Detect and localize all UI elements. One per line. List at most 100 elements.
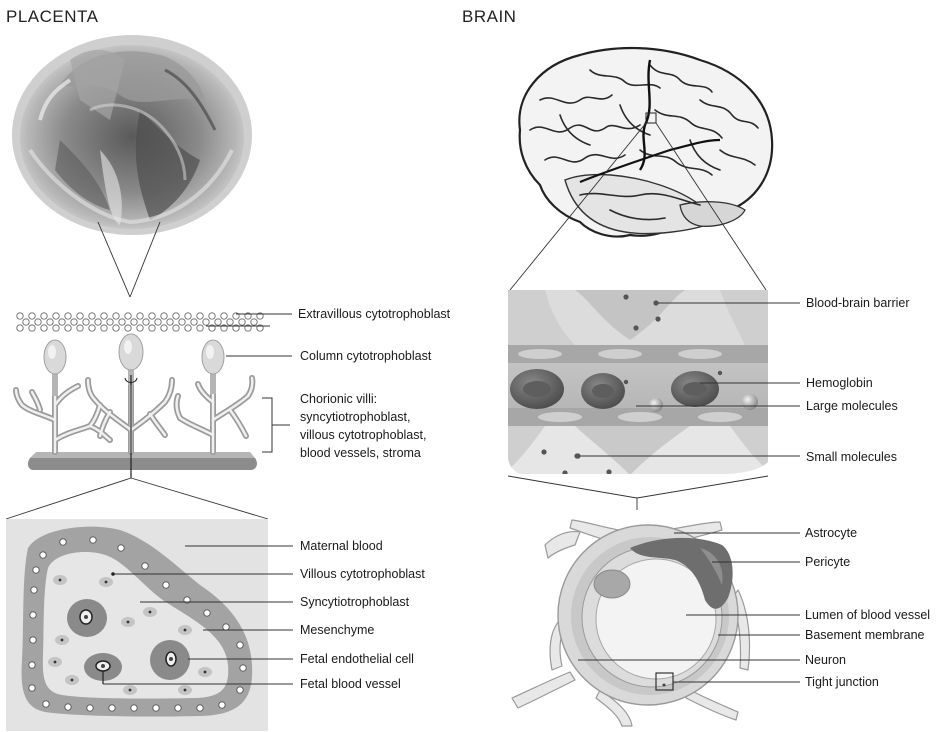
extravillous-cell (77, 313, 83, 319)
extravillous-cell (125, 313, 131, 319)
brain-illustration (519, 48, 772, 237)
placenta-organ-illustration (12, 35, 252, 235)
extravillous-cell (131, 319, 137, 325)
mesenchyme-cell-nucleus (149, 611, 152, 614)
extravillous-cell (17, 313, 23, 319)
cytotrophoblast-cell (118, 545, 124, 551)
mesenchyme-cell-nucleus (184, 629, 187, 632)
label-astrocyte: Astrocyte (805, 526, 857, 540)
extravillous-cell (113, 325, 119, 331)
extravillous-cell (239, 319, 245, 325)
label-extravillous-cytotrophoblast: Extravillous cytotrophoblast (298, 307, 451, 321)
mesenchyme-cell-nucleus (127, 621, 130, 624)
cytotrophoblast-cell (237, 687, 243, 693)
extravillous-cell (173, 313, 179, 319)
label-pericyte: Pericyte (805, 555, 850, 569)
extravillous-cell (113, 313, 119, 319)
cytotrophoblast-cell (65, 704, 71, 710)
extravillous-cell (149, 313, 155, 319)
cytotrophoblast-cell (33, 567, 39, 573)
cytotrophoblast-cell (30, 612, 36, 618)
extravillous-cell (149, 325, 155, 331)
cytotrophoblast-cell (43, 701, 49, 707)
label-fetal-endothelial-cell: Fetal endothelial cell (300, 652, 414, 666)
mesenchyme-cell-nucleus (59, 579, 62, 582)
extravillous-cell (191, 319, 197, 325)
mesenchyme-cell-nucleus (204, 671, 207, 674)
extravillous-cell (59, 319, 65, 325)
extravillous-cell-cluster (17, 313, 263, 331)
extravillous-cell (35, 319, 41, 325)
extravillous-cell (173, 325, 179, 331)
extravillous-cell (89, 313, 95, 319)
label-column-cytotrophoblast: Column cytotrophoblast (300, 349, 432, 363)
extravillous-cell (227, 319, 233, 325)
extravillous-cell (203, 319, 209, 325)
extravillous-cell (179, 319, 185, 325)
cytotrophoblast-cell (197, 705, 203, 711)
label-basement-membrane: Basement membrane (805, 628, 925, 642)
extravillous-cell (95, 319, 101, 325)
extravillous-cell (47, 319, 53, 325)
blood-brain-barrier-panel (508, 290, 768, 480)
cytotrophoblast-cell (109, 705, 115, 711)
cytotrophoblast-cell (153, 705, 159, 711)
cytotrophoblast-cell (29, 662, 35, 668)
cytotrophoblast-cell (40, 552, 46, 558)
extravillous-cell (71, 319, 77, 325)
label-fetal-blood-vessel: Fetal blood vessel (300, 677, 401, 691)
placenta-title: PLACENTA (6, 7, 99, 26)
extravillous-cell (41, 313, 47, 319)
brain-title: BRAIN (462, 7, 516, 26)
extravillous-cell (215, 319, 221, 325)
label-large-molecules: Large molecules (806, 399, 898, 413)
label-neuron: Neuron (805, 653, 846, 667)
extravillous-cell (137, 325, 143, 331)
cytotrophoblast-cell (31, 587, 37, 593)
extravillous-cell (143, 319, 149, 325)
label-tight-junction: Tight junction (805, 675, 879, 689)
cytotrophoblast-cell (240, 665, 246, 671)
cytotrophoblast-cell (219, 702, 225, 708)
extravillous-cell (53, 313, 59, 319)
extravillous-cell (155, 319, 161, 325)
extravillous-cell (197, 313, 203, 319)
extravillous-cell (53, 325, 59, 331)
label-chorionic-villi: Chorionic villi: (300, 392, 377, 406)
label-chorionic-villi-syncytio: syncytiotrophoblast, (300, 410, 410, 424)
cytotrophoblast-cell (163, 582, 169, 588)
cytotrophoblast-cell (29, 685, 35, 691)
cytotrophoblast-cell (87, 705, 93, 711)
mesenchyme-cell-nucleus (184, 689, 187, 692)
cytotrophoblast-cell (142, 563, 148, 569)
cytotrophoblast-cell (223, 624, 229, 630)
extravillous-cell (101, 325, 107, 331)
label-chorionic-villi-vessels: blood vessels, stroma (300, 446, 421, 460)
cytotrophoblast-cell (90, 537, 96, 543)
extravillous-cell (101, 313, 107, 319)
mesenchyme-cell-nucleus (71, 679, 74, 682)
extravillous-cell (65, 313, 71, 319)
extravillous-cell (41, 325, 47, 331)
extravillous-cell (167, 319, 173, 325)
extravillous-cell (107, 319, 113, 325)
extravillous-cell (251, 319, 257, 325)
mesenchyme-cell-nucleus (61, 639, 64, 642)
extravillous-cell (83, 319, 89, 325)
vessel-cross-section (512, 520, 750, 726)
label-maternal-blood: Maternal blood (300, 539, 383, 553)
extravillous-cell (23, 319, 29, 325)
extravillous-cell (77, 325, 83, 331)
cytotrophoblast-cell (237, 642, 243, 648)
cytotrophoblast-cell (175, 705, 181, 711)
extravillous-cell (17, 325, 23, 331)
cytotrophoblast-cell (60, 539, 66, 545)
cytotrophoblast-cell (30, 637, 36, 643)
extravillous-cell (161, 313, 167, 319)
extravillous-cell (185, 313, 191, 319)
mesenchyme-cell-nucleus (54, 661, 57, 664)
extravillous-cell (137, 313, 143, 319)
extravillous-cell (125, 325, 131, 331)
label-chorionic-villi-cyto: villous cytotrophoblast, (300, 428, 426, 442)
